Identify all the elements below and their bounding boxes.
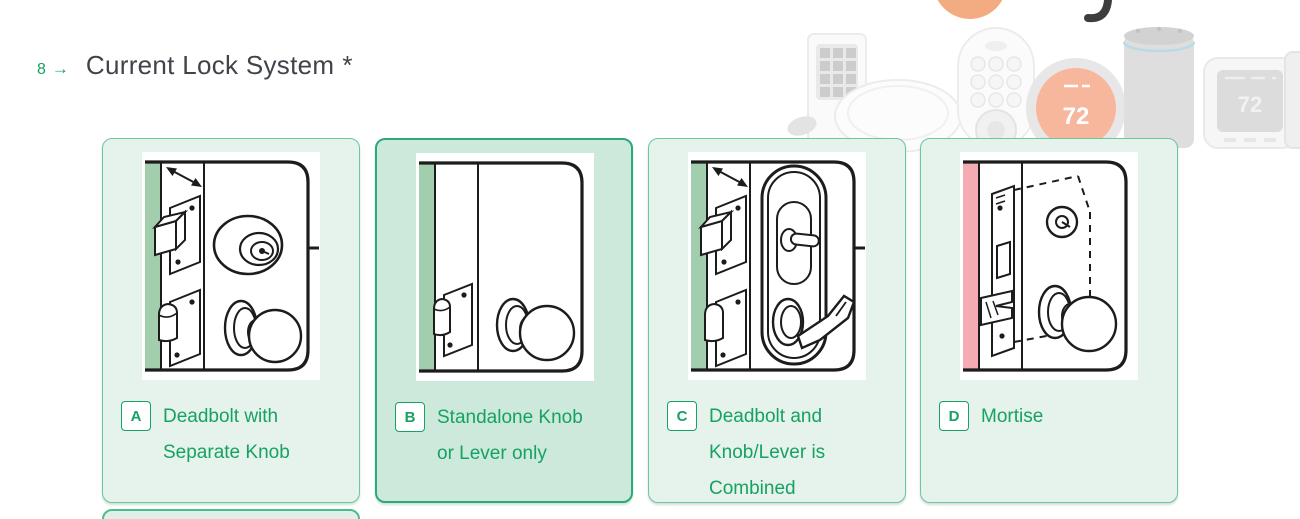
orange-dot-decoration	[937, 0, 1003, 19]
option-label: Standalone Knob or Lever only	[437, 407, 583, 464]
option-card-deadbolt-knob-combined[interactable]: C Deadbolt and Knob/Lever is Combined	[648, 138, 906, 503]
deadbolt-with-separate-knob-illustration	[142, 152, 320, 380]
option-key-badge: C	[667, 401, 697, 431]
nest-thermostat-icon: 72	[1026, 58, 1126, 152]
option-card-standalone-knob-lever[interactable]: B Standalone Knob or Lever only	[375, 138, 633, 503]
nest-reading: 72	[1063, 103, 1090, 130]
smart-speaker-icon	[1122, 26, 1196, 148]
keypad-deadbolt-icon	[957, 27, 1035, 151]
logo-letter-descender	[1084, 0, 1112, 23]
option-key-badge: D	[939, 401, 969, 431]
question-header: 8 → Current Lock System *	[37, 50, 352, 81]
wall-thermostat-icon: 72	[1203, 57, 1297, 149]
question-title: Current Lock System	[85, 50, 335, 80]
option-key-badge: A	[121, 401, 151, 431]
option-card-mortise[interactable]: D Mortise	[920, 138, 1178, 503]
keypad-lock-icon	[787, 33, 867, 147]
arrow-icon: →	[51, 59, 69, 78]
deadbolt-and-knob-lever-combined-illustration	[688, 152, 866, 380]
option-label: Deadbolt and Knob/Lever is Combined	[709, 406, 826, 499]
partial-device-icon	[1284, 51, 1300, 149]
required-asterisk: *	[342, 50, 353, 80]
option-key-badge: B	[395, 402, 425, 432]
question-number: 8	[37, 61, 46, 78]
wall-thermostat-reading: 72	[1238, 92, 1262, 117]
smart-home-devices-backdrop: 72 72	[787, 0, 1300, 152]
option-label: Deadbolt with Separate Knob	[163, 406, 290, 463]
option-label: Mortise	[981, 406, 1044, 427]
option-card-deadbolt-separate-knob[interactable]: A Deadbolt with Separate Knob	[102, 138, 360, 503]
standalone-knob-or-lever-illustration	[416, 153, 594, 381]
mortise-lock-illustration	[960, 152, 1138, 380]
option-card-next-partial[interactable]	[102, 509, 360, 519]
